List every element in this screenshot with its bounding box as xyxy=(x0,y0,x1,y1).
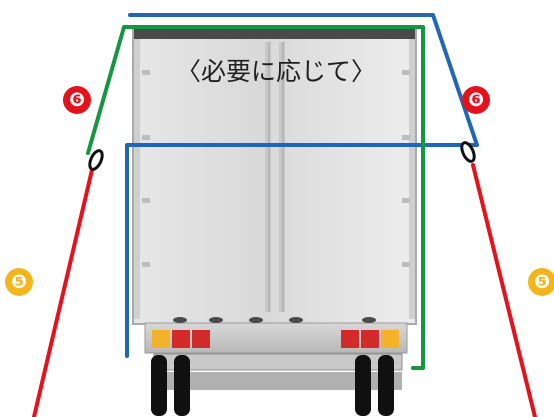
conditional-note: 〈必要に応じて〉 xyxy=(175,57,376,86)
step-six-marker-left: ❻ xyxy=(63,86,91,114)
truck-door-hinges xyxy=(142,70,410,267)
blue-restraint-line xyxy=(125,13,479,358)
truck-right-edge xyxy=(409,39,415,319)
right-red-tie-down xyxy=(471,163,537,417)
truck-icon xyxy=(132,27,417,416)
truck-left-edge xyxy=(134,39,140,319)
truck-rear-wheels xyxy=(151,355,394,416)
step-six-marker-right: ❻ xyxy=(462,86,490,114)
truck-top-edge xyxy=(134,29,415,39)
loop-icon xyxy=(88,149,104,171)
truck-lamp-right xyxy=(341,330,399,348)
green-restraint-line xyxy=(86,25,425,370)
truck-door-center-bars xyxy=(265,42,285,312)
step-five-marker-left: ❺ xyxy=(5,268,33,296)
loop-icon xyxy=(460,141,476,163)
truck-lamp-left xyxy=(152,330,210,348)
truck-rear-body xyxy=(132,27,417,325)
truck-bumper-bolts xyxy=(173,317,376,323)
step-five-marker-right: ❺ xyxy=(528,268,554,296)
tie-down-lines xyxy=(32,13,537,417)
left-red-tie-down xyxy=(32,168,94,417)
truck-under-beam xyxy=(154,372,402,390)
